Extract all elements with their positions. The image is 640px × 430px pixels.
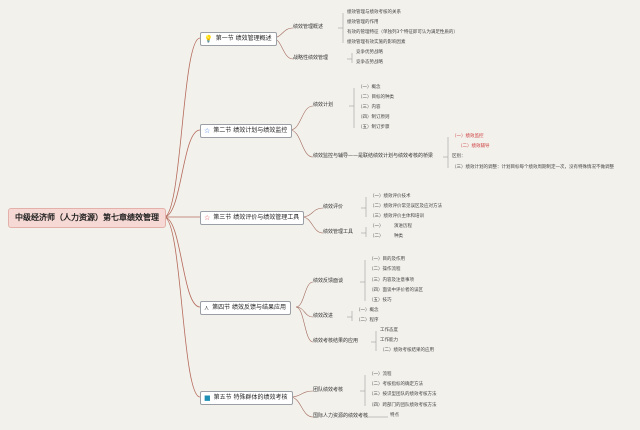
leaf-2-1-5[interactable]: （五）制订步骤 — [358, 125, 390, 130]
leaf-3-2-2[interactable]: 演进历程 — [394, 224, 412, 229]
topic-5-2[interactable]: 国际人力资源的绩效考核 — [313, 413, 369, 419]
topic-5-1[interactable]: 团队绩效考核 — [313, 387, 344, 393]
section-4[interactable]: ⋏ 第四节 绩效反馈与结果应用 — [200, 301, 292, 315]
star-icon: ☆ — [204, 213, 211, 222]
leaf-5-1-3[interactable]: （三）按识型团队的绩效考核方法 — [369, 392, 437, 397]
star-icon: ☆ — [204, 126, 211, 135]
leaf-3-1-1[interactable]: （一）绩效评价技术 — [370, 194, 411, 199]
leaf-2-2-1[interactable]: （一）绩效监控 — [452, 134, 484, 139]
leaf-4-3-1[interactable]: 工作态度 — [380, 328, 398, 333]
leaf-5-1-1[interactable]: （一）流程 — [369, 372, 392, 377]
leaf-2-2-4[interactable]: （三）绩效计划的调整：计划目标每个绩效周期制定一次，没有特殊情况不做调整 — [452, 165, 614, 170]
leaf-4-1-3[interactable]: （三）内容及注意事项 — [369, 278, 414, 283]
square-icon: ■ — [204, 393, 211, 402]
section-5-label: 第五节 特殊群体的绩效考核 — [213, 394, 288, 401]
leaf-2-1-4[interactable]: （四）制订原则 — [358, 115, 390, 120]
topic-4-2[interactable]: 绩效改进 — [313, 313, 334, 319]
leaf-1-1-2[interactable]: 绩效管理的作用 — [347, 20, 379, 25]
topic-3-2[interactable]: 绩效管理工具 — [323, 229, 354, 235]
leaf-2-1-3[interactable]: （三）内容 — [358, 105, 381, 110]
leaf-2-1-1[interactable]: （一）概念 — [358, 85, 381, 90]
leaf-1-1-4[interactable]: 绩效管理有效实施的影响因素 — [347, 40, 406, 45]
section-1[interactable]: 💡 第一节 绩效管理概述 — [200, 32, 277, 46]
leaf-4-1-2[interactable]: （二）操作流程 — [369, 267, 401, 272]
leaf-2-2-2[interactable]: （二）绩效辅导 — [458, 144, 490, 149]
leaf-4-1-5[interactable]: （五）技巧 — [369, 298, 392, 303]
leaf-4-2-1[interactable]: （一）概念 — [356, 308, 379, 313]
leaf-4-3-2[interactable]: 工作能力 — [380, 338, 398, 343]
leaf-3-2-3[interactable]: （二） — [370, 234, 384, 239]
topic-4-1[interactable]: 绩效反馈面谈 — [313, 278, 344, 284]
topic-1-2[interactable]: 战略性绩效管理 — [293, 55, 329, 61]
leaf-4-3-3[interactable]: （二）绩效考核结果的应用 — [380, 348, 434, 353]
topic-1-1[interactable]: 绩效管理概述 — [293, 24, 324, 30]
topic-2-2[interactable]: 绩效监控与辅导——是联结绩效计划与绩效考核的桥梁 — [313, 153, 434, 159]
leaf-5-2-1[interactable]: 特点 — [390, 413, 399, 418]
leaf-4-1-4[interactable]: （四）面谈中评价者的误区 — [369, 288, 423, 293]
leaf-4-2-2[interactable]: （二）程序 — [356, 318, 379, 323]
leaf-2-1-2[interactable]: （二）目标的种类 — [358, 95, 394, 100]
light-bulb-icon: 💡 — [204, 34, 213, 43]
root-topic[interactable]: 中级经济师（人力资源）第七章绩效管理 — [8, 208, 166, 228]
section-3-label: 第三节 绩效评价与绩效管理工具 — [213, 214, 300, 221]
leaf-1-2-1[interactable]: 竞争优势战略 — [356, 50, 383, 55]
leaf-5-1-2[interactable]: （二）考核指标的确定方法 — [369, 382, 423, 387]
leaf-3-2-4[interactable]: 种类 — [394, 234, 403, 239]
section-4-label: 第四节 绩效反馈与结果应用 — [212, 304, 287, 311]
leaf-3-1-2[interactable]: （二）绩效评价常见误区及应对方法 — [370, 204, 442, 209]
leaf-2-2-3[interactable]: 区别： — [452, 154, 466, 159]
leaf-5-1-4[interactable]: （四）跨部门的团队绩效考核方法 — [369, 403, 437, 408]
topic-4-3[interactable]: 绩效考核结果的应用 — [313, 338, 359, 344]
topic-2-1[interactable]: 绩效计划 — [313, 102, 334, 108]
topic-3-1[interactable]: 绩效评价 — [323, 204, 344, 210]
compass-icon: ⋏ — [204, 303, 210, 312]
leaf-1-1-3[interactable]: 有效的管理特征（单独列3个特征即可认为满足性质的） — [347, 30, 458, 35]
section-3[interactable]: ☆ 第三节 绩效评价与绩效管理工具 — [200, 211, 305, 225]
section-5[interactable]: ■ 第五节 特殊群体的绩效考核 — [200, 391, 293, 405]
leaf-4-1-1[interactable]: （一）目的及作用 — [369, 257, 405, 262]
leaf-1-1-1[interactable]: 绩效管理与绩效考核的关系 — [347, 10, 401, 15]
leaf-3-2-1[interactable]: （一） — [370, 224, 384, 229]
section-2[interactable]: ☆ 第二节 绩效计划与绩效监控 — [200, 124, 293, 138]
leaf-1-2-2[interactable]: 竞争态势战略 — [356, 60, 383, 65]
leaf-3-1-3[interactable]: （三）绩效评价主体和培训 — [370, 214, 424, 219]
section-2-label: 第二节 绩效计划与绩效监控 — [213, 127, 288, 134]
section-1-label: 第一节 绩效管理概述 — [215, 35, 272, 42]
